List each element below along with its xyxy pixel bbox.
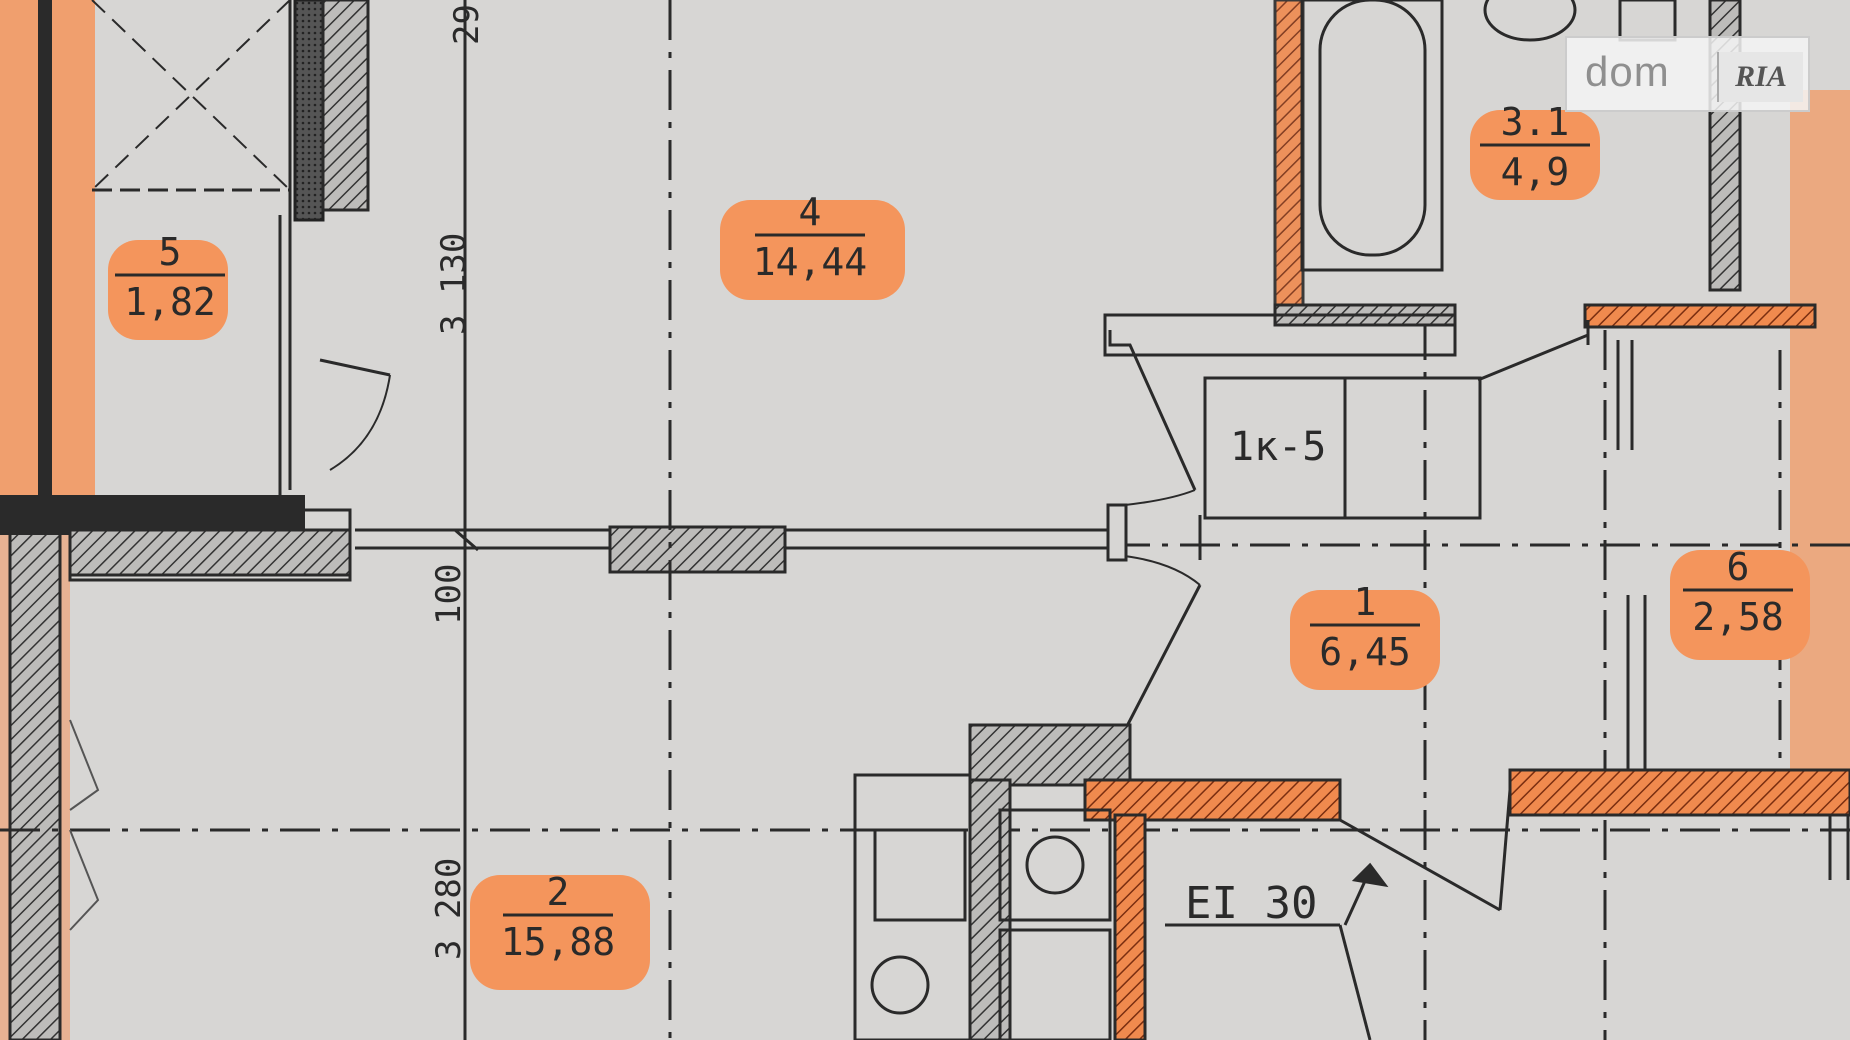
dimension-top: 29 [447,4,487,45]
room-label: 215,88 [501,870,615,964]
corridor-lines [1106,320,1647,770]
label-highlights [108,110,1810,990]
room-area: 15,88 [501,920,615,964]
watermark-logo: RIA [1717,52,1803,102]
room-number: 3.1 [1501,100,1570,144]
room-number: 6 [1727,545,1750,589]
dimension-3130: 3 130 [434,233,474,335]
exterior-wall-highlight-right [1790,90,1850,790]
room-area: 14,44 [753,240,867,284]
room-number: 2 [547,870,570,914]
middle-wall [0,495,1110,582]
room-number: 1 [1354,580,1377,624]
room-number: 5 [159,230,182,274]
watermark: dom RIA [1565,36,1810,112]
dimension-line [454,0,479,1040]
room-area: 2,58 [1692,595,1784,639]
room-label: 414,44 [753,190,867,284]
utility-box [1203,376,1482,520]
room-label: 16,45 [1310,580,1420,674]
room-label: 62,58 [1683,545,1793,639]
block-tag: 1к-5 [1230,424,1326,470]
dimension-3280: 3 280 [429,858,469,960]
room-number: 4 [799,190,822,234]
closet-room-5 [91,0,391,495]
watermark-text: dom [1585,48,1670,95]
bottom-walls [853,723,1850,1040]
room-label: 3.14,9 [1480,100,1590,194]
room-label: 51,82 [115,230,225,324]
left-wall [8,518,62,1040]
dimension-100: 100 [429,564,469,625]
room-area: 4,9 [1501,150,1570,194]
room-area: 6,45 [1319,630,1411,674]
fire-rating-label: EI 30 [1185,878,1317,929]
room-area: 1,82 [124,280,216,324]
